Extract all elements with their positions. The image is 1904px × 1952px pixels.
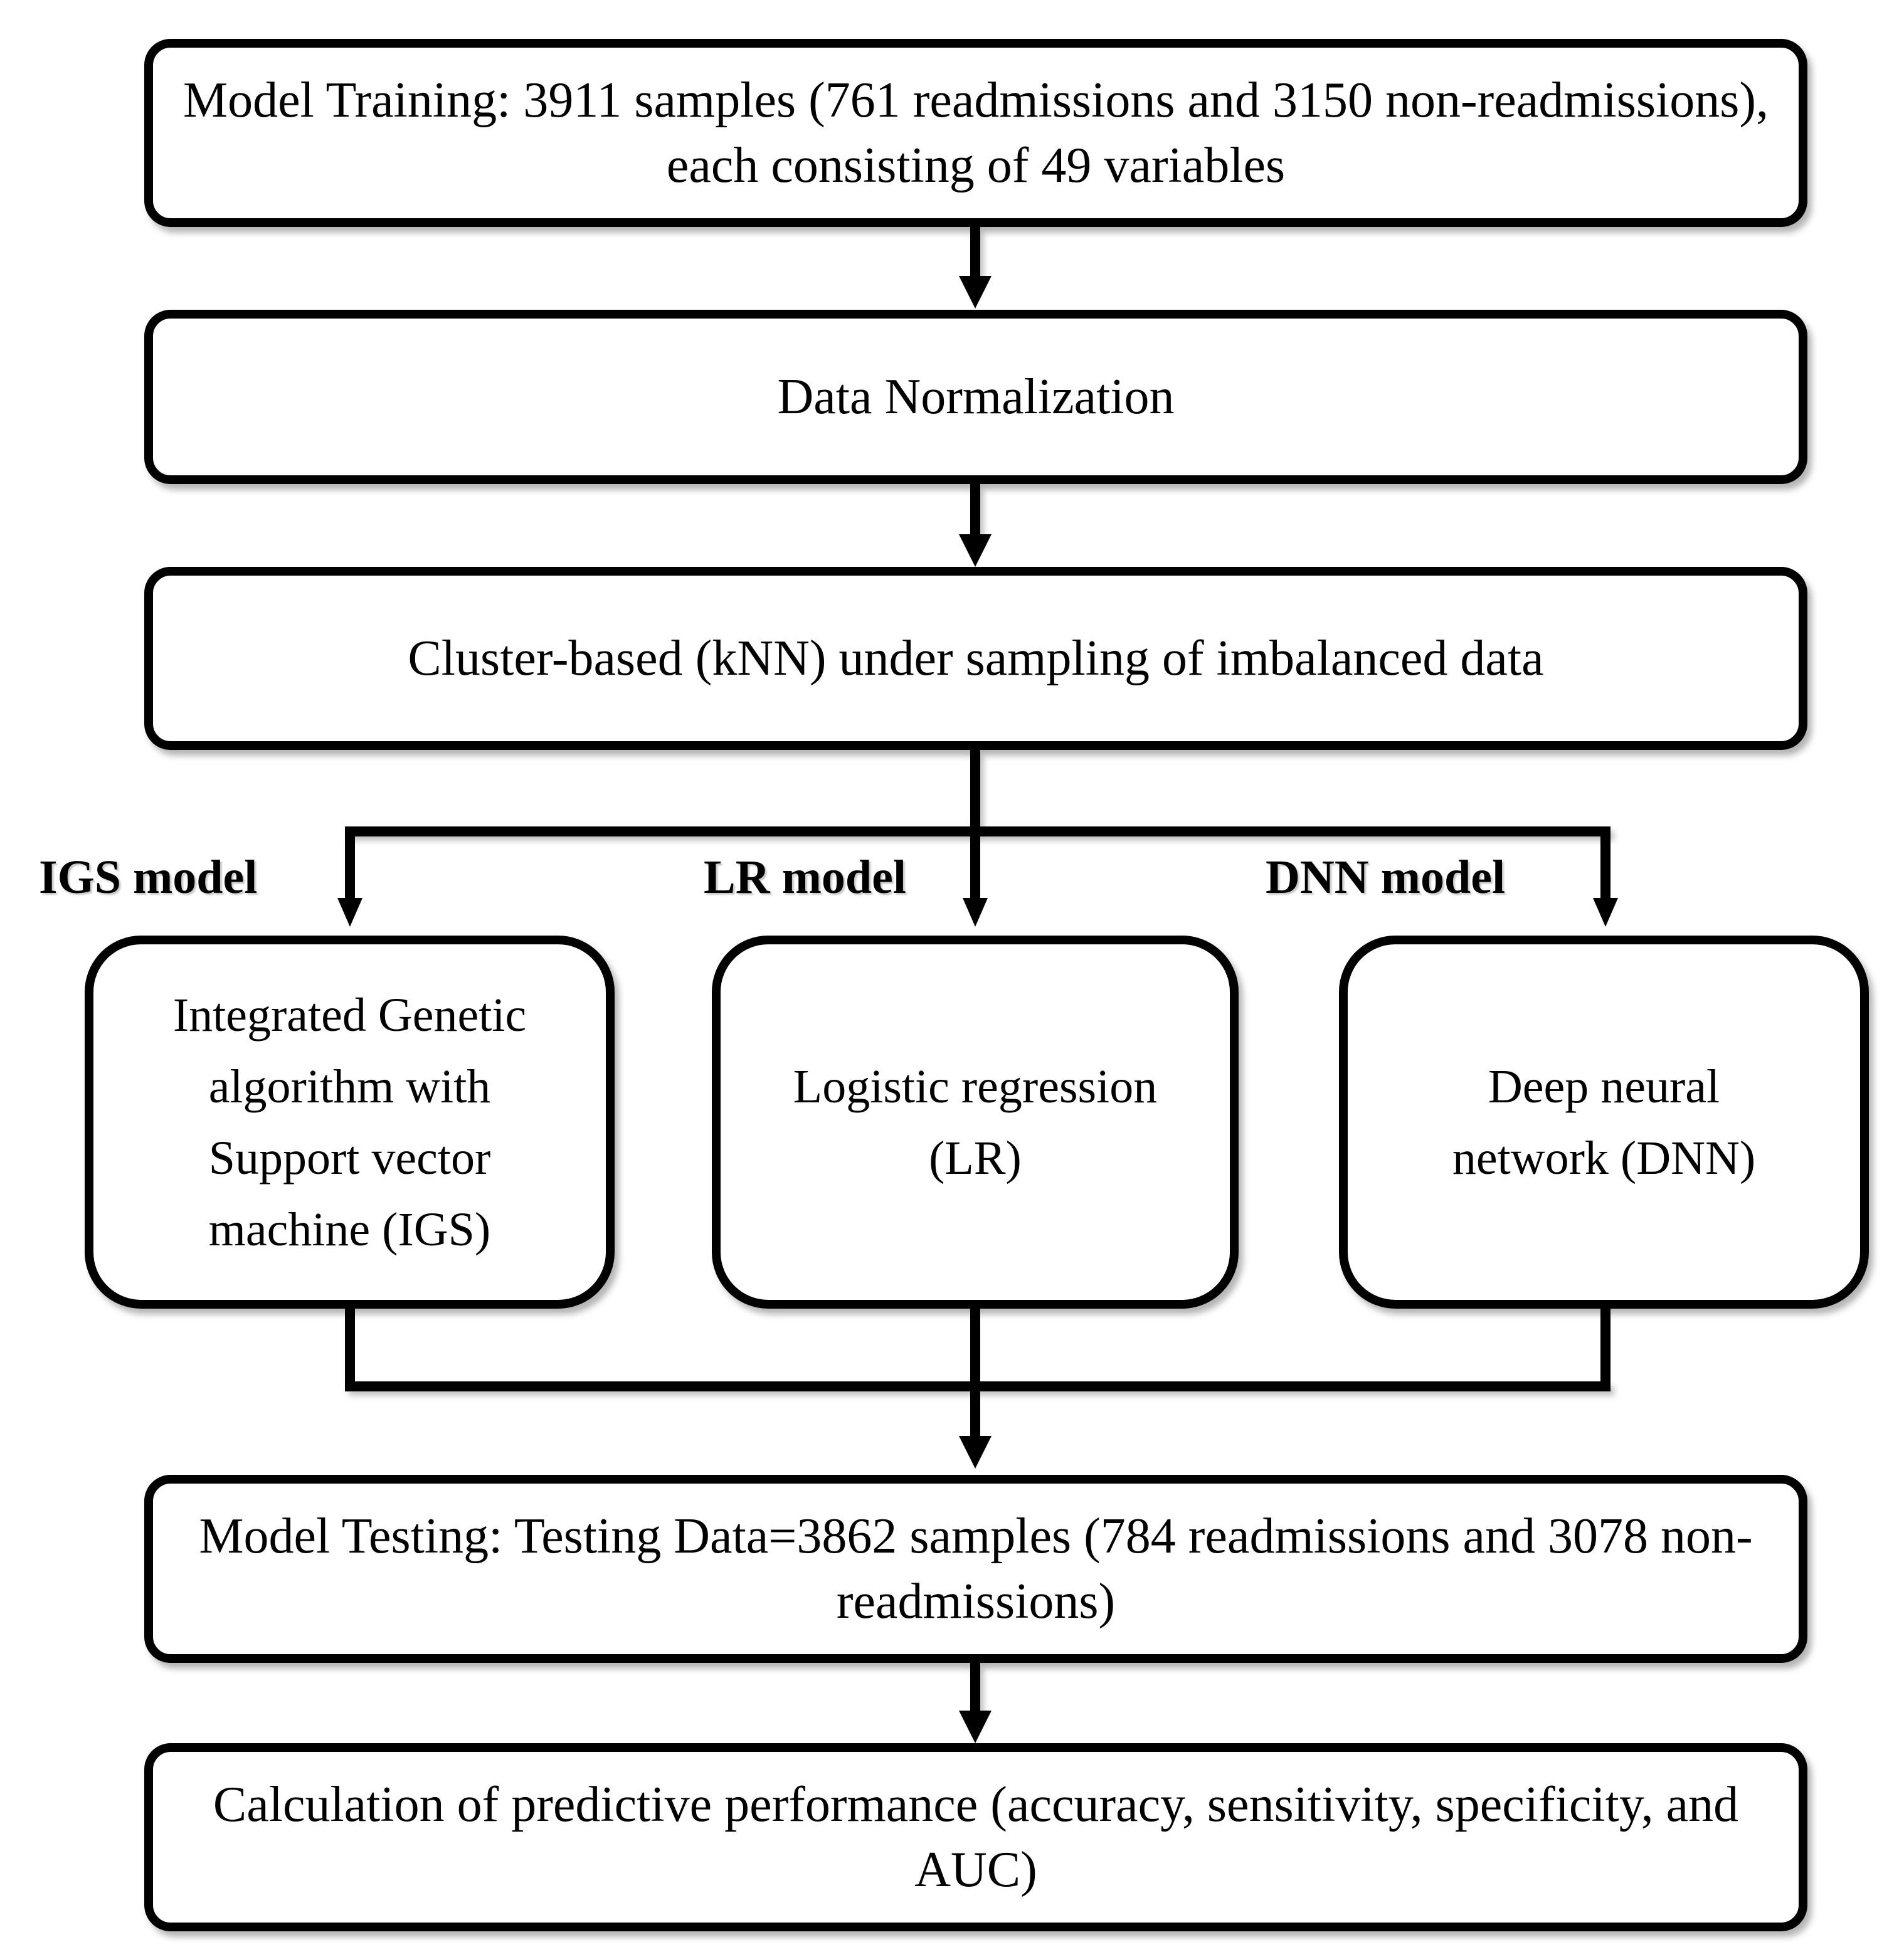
edge-normalization-to-undersampling-arrowhead: [959, 534, 992, 567]
edge-testing-to-evaluation-shaft: [970, 1663, 980, 1719]
merge-arrowhead-to-testing: [959, 1436, 992, 1469]
edge-training-to-normalization-arrowhead: [959, 276, 992, 309]
node-lr-model-label: Logistic regression (LR): [793, 1060, 1158, 1184]
edge-normalization-to-undersampling-shaft: [970, 484, 980, 542]
node-model-testing-label: Model Testing: Testing Data=3862 samples…: [199, 1509, 1753, 1629]
node-data-normalization[interactable]: Data Normalization: [144, 310, 1807, 484]
edge-testing-to-evaluation-arrowhead: [959, 1711, 992, 1743]
node-igs-model-label: Integrated Genetic algorithm with Suppor…: [172, 988, 527, 1256]
edge-training-to-normalization-shaft: [970, 227, 980, 285]
branch-drop-dnn: [1600, 826, 1610, 903]
node-lr-model[interactable]: Logistic regression (LR): [712, 936, 1239, 1309]
node-performance-calculation[interactable]: Calculation of predictive performance (a…: [144, 1743, 1807, 1931]
branch-stem: [970, 750, 980, 831]
branch-arrowhead-igs: [337, 898, 362, 927]
node-model-training-label: Model Training: 3911 samples (761 readmi…: [183, 73, 1769, 193]
branch-drop-igs: [345, 826, 355, 903]
node-model-training[interactable]: Model Training: 3911 samples (761 readmi…: [144, 39, 1807, 227]
branch-drop-lr: [970, 826, 980, 903]
node-cluster-undersampling-label: Cluster-based (kNN) under sampling of im…: [408, 631, 1544, 686]
node-cluster-undersampling[interactable]: Cluster-based (kNN) under sampling of im…: [144, 567, 1807, 750]
branch-label-lr: LR model: [704, 851, 906, 904]
node-igs-model[interactable]: Integrated Genetic algorithm with Suppor…: [85, 936, 615, 1309]
merge-center-shaft: [970, 1309, 980, 1444]
node-performance-calculation-label: Calculation of predictive performance (a…: [213, 1777, 1739, 1897]
node-data-normalization-label: Data Normalization: [777, 369, 1175, 425]
branch-arrowhead-dnn: [1593, 898, 1618, 927]
merge-riser-igs: [345, 1309, 355, 1390]
merge-riser-dnn: [1600, 1309, 1610, 1390]
node-model-testing[interactable]: Model Testing: Testing Data=3862 samples…: [144, 1475, 1807, 1663]
node-dnn-model-label: Deep neural network (DNN): [1452, 1060, 1756, 1184]
branch-label-igs: IGS model: [39, 851, 258, 904]
branch-label-dnn: DNN model: [1266, 851, 1506, 904]
branch-arrowhead-lr: [963, 898, 988, 927]
node-dnn-model[interactable]: Deep neural network (DNN): [1339, 936, 1869, 1309]
